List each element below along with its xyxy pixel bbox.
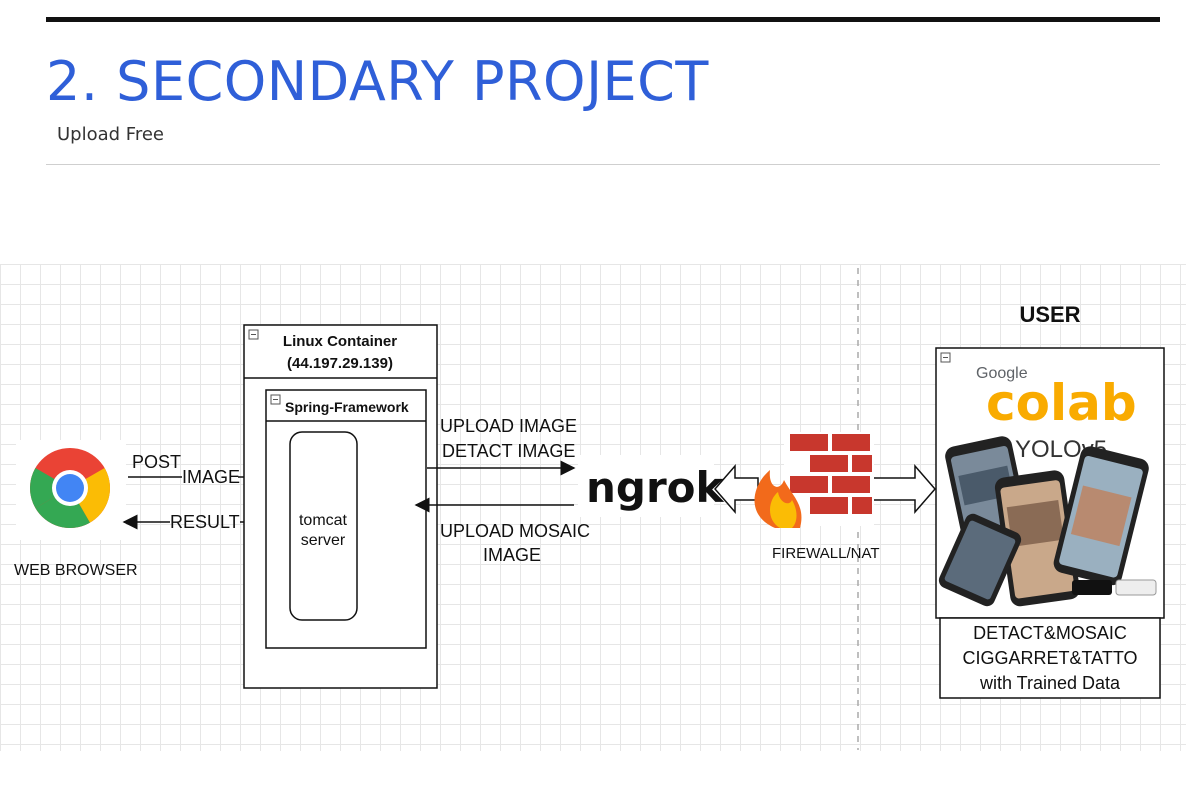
- upload-image-label: UPLOAD IMAGE: [440, 416, 577, 436]
- post-label: POST: [132, 452, 181, 472]
- browser-label: WEB BROWSER: [14, 562, 138, 579]
- detect-box: [939, 617, 1161, 699]
- top-rule: [46, 17, 1160, 22]
- upload-mosaic-label: UPLOAD MOSAIC: [440, 521, 590, 541]
- user-label: USER: [1019, 302, 1080, 327]
- right-double-arrow: [869, 463, 936, 515]
- detact-image-label: DETACT IMAGE: [442, 441, 575, 461]
- container-title: Linux Container: [283, 333, 397, 350]
- result-label: RESULT: [170, 512, 240, 532]
- tomcat-label: tomcat: [299, 512, 348, 529]
- tomcat-server-box: [289, 431, 358, 621]
- server-label: server: [301, 532, 346, 549]
- detect-line-3: with Trained Data: [979, 673, 1121, 693]
- upload-mosaic-label-2: IMAGE: [483, 545, 541, 565]
- chrome-icon: [16, 440, 126, 540]
- spring-label: Spring-Framework: [285, 399, 409, 415]
- image-label: IMAGE: [182, 467, 240, 487]
- container-ip: (44.197.29.139): [287, 355, 393, 372]
- ngrok-logo: ngrok: [586, 463, 725, 512]
- google-label: Google: [976, 365, 1028, 382]
- ngrok-logo-bg: [578, 455, 714, 517]
- firewall-icon: [754, 432, 874, 528]
- divider: [46, 164, 1160, 165]
- detect-line-2: CIGGARRET&TATTO: [962, 648, 1137, 668]
- detect-line-1: DETACT&MOSAIC: [973, 623, 1127, 643]
- colab-logo: colab: [986, 374, 1137, 432]
- page-subtitle: Upload Free: [57, 124, 164, 145]
- page-title: 2. SECONDARY PROJECT: [46, 50, 709, 113]
- firewall-label: FIREWALL/NAT: [772, 545, 880, 562]
- phone-screenshots: [938, 436, 1157, 607]
